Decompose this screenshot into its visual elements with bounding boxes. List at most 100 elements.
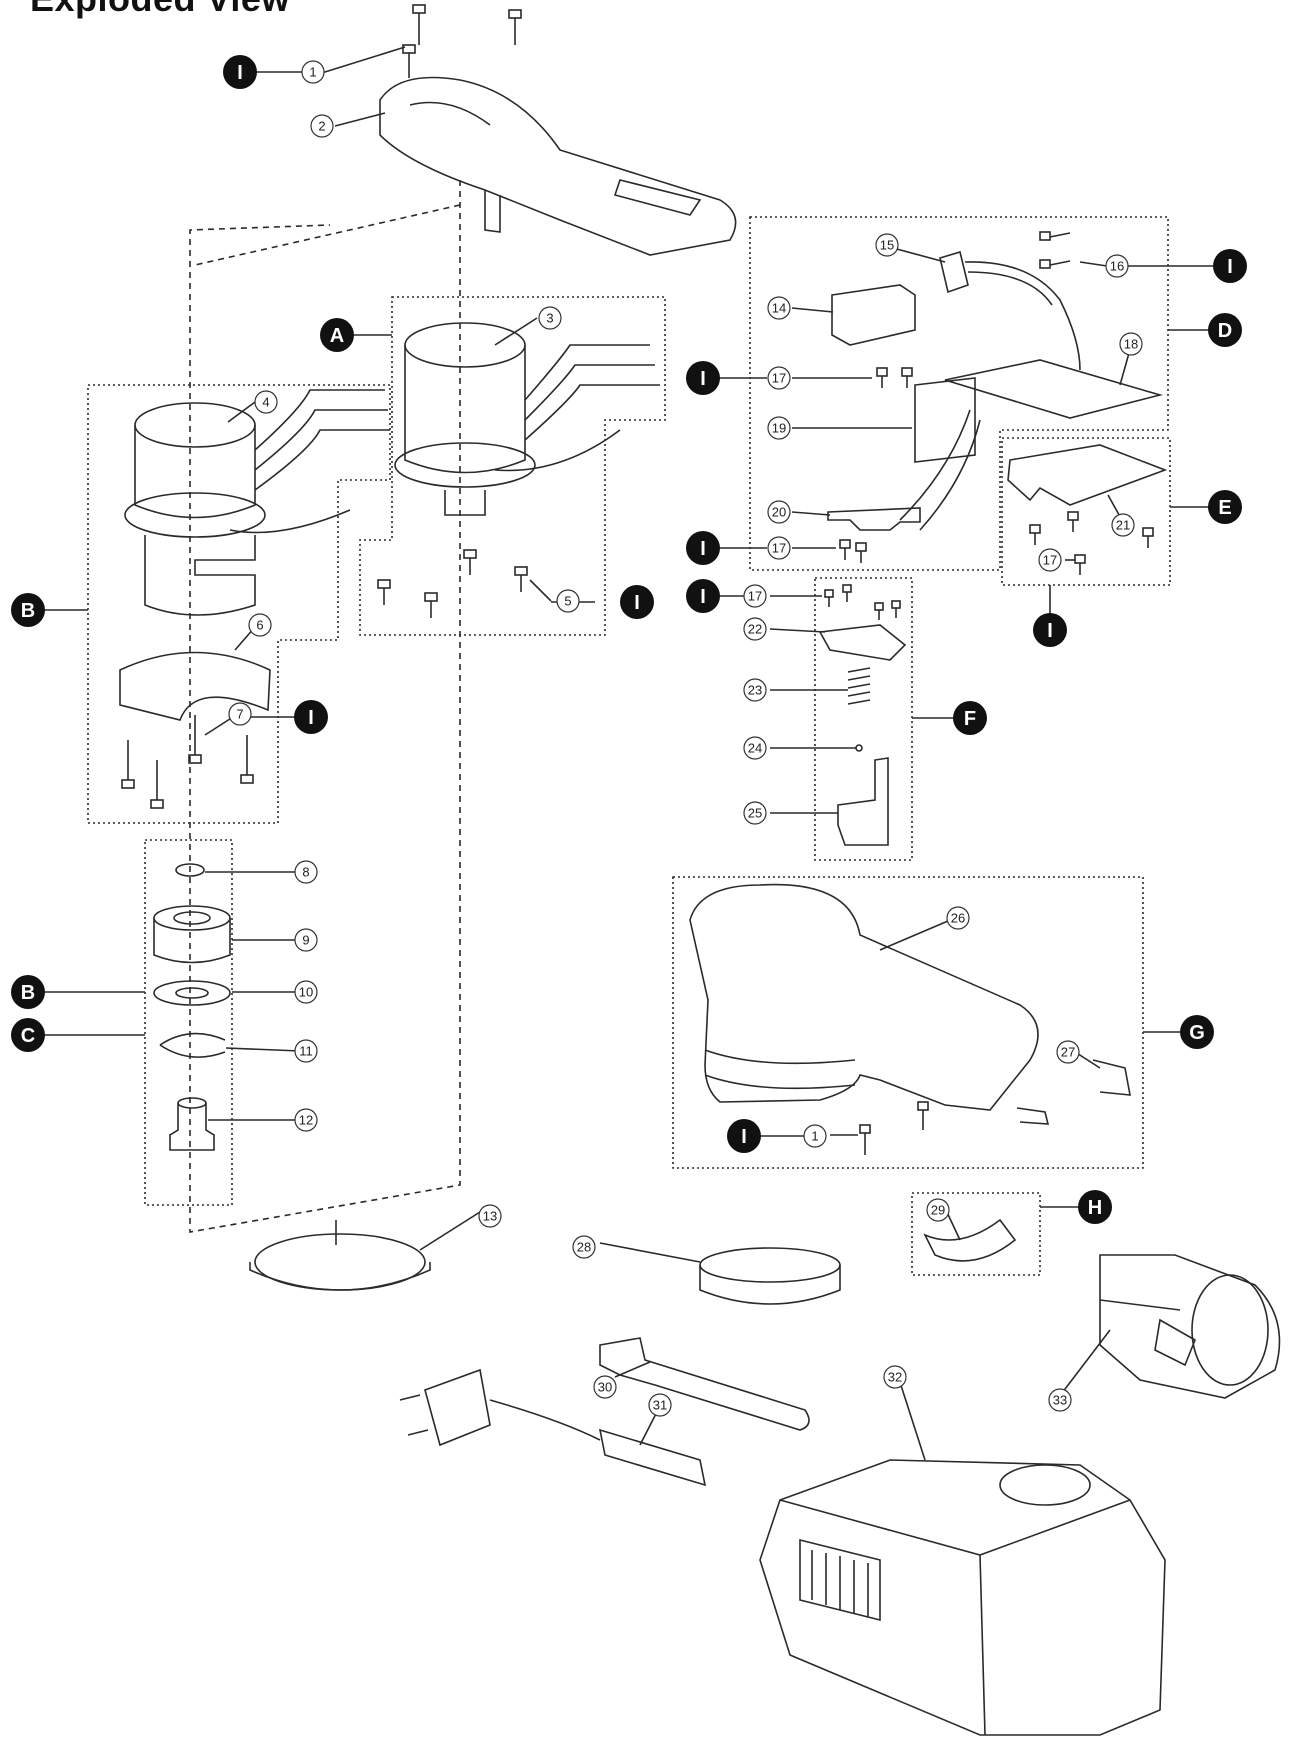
part-number-bubble: 6: [248, 613, 272, 637]
part-number-bubble: 7: [228, 702, 252, 726]
battery-terminal: [914, 377, 976, 463]
group-marker-h: H: [1078, 1190, 1112, 1224]
part-number-label: 6: [256, 618, 263, 633]
part-number-bubble: 33: [1048, 1388, 1072, 1412]
group-marker-label: B: [21, 600, 35, 622]
part-number-bubble: 24: [743, 736, 767, 760]
part-number-label: 12: [299, 1113, 313, 1128]
group-marker-label: D: [1218, 320, 1232, 342]
part-number-label: 25: [748, 806, 762, 821]
screw-icon: [842, 584, 852, 602]
part-number-label: 1: [811, 1129, 818, 1144]
part-number-bubble: 10: [294, 980, 318, 1004]
washer: [175, 863, 205, 877]
screw-icon: [188, 715, 202, 764]
group-marker-label: I: [700, 538, 706, 560]
diagram-title: Exploded View: [30, 0, 290, 20]
screw-icon: [876, 367, 888, 388]
group-marker-i: I: [1213, 249, 1247, 283]
screw-icon: [514, 566, 528, 592]
part-number-label: 2: [318, 119, 325, 134]
spindle-shaft: [169, 1097, 215, 1151]
screw-icon: [412, 4, 426, 45]
part-number-bubble: 19: [767, 416, 791, 440]
screw-icon: [1142, 527, 1154, 548]
group-marker-d: D: [1208, 313, 1242, 347]
part-number-bubble: 32: [883, 1365, 907, 1389]
group-marker-label: H: [1088, 1197, 1102, 1219]
part-number-label: 19: [772, 421, 786, 436]
group-marker-f: F: [953, 701, 987, 735]
part-number-label: 16: [1110, 259, 1124, 274]
part-number-bubble: 17: [767, 366, 791, 390]
part-number-bubble: 28: [572, 1235, 596, 1259]
part-number-label: 10: [299, 985, 313, 1000]
screw-icon: [463, 549, 477, 575]
retaining-clip: [1092, 1059, 1131, 1096]
part-number-label: 31: [653, 1398, 667, 1413]
screw-icon: [377, 579, 391, 605]
part-number-label: 3: [546, 311, 553, 326]
dust-ring: [699, 1247, 841, 1305]
part-number-bubble: 1: [803, 1124, 827, 1148]
group-marker-i: I: [223, 55, 257, 89]
part-number-label: 13: [483, 1209, 497, 1224]
group-marker-label: B: [21, 982, 35, 1004]
group-marker-a: A: [320, 318, 354, 352]
motor-with-bracket: [124, 389, 390, 616]
group-marker-i: I: [294, 700, 328, 734]
retaining-clip: [1016, 1107, 1050, 1125]
group-box-e: [1001, 437, 1171, 586]
screw-icon: [917, 1101, 929, 1130]
group-marker-label: I: [1047, 620, 1053, 642]
part-number-bubble: 8: [294, 860, 318, 884]
group-box-g: [672, 876, 1144, 1169]
ball: [855, 744, 863, 752]
group-marker-i: I: [686, 531, 720, 565]
screw-icon: [150, 760, 164, 809]
group-marker-b: B: [11, 975, 45, 1009]
group-marker-i: I: [727, 1119, 761, 1153]
part-number-bubble: 30: [593, 1375, 617, 1399]
part-number-label: 22: [748, 622, 762, 637]
group-marker-c: C: [11, 1018, 45, 1052]
battery-pack: [1099, 1254, 1281, 1399]
screw-icon: [855, 542, 867, 563]
part-number-label: 1: [309, 65, 316, 80]
part-number-label: 14: [772, 301, 786, 316]
screw-icon: [1074, 554, 1086, 575]
part-number-bubble: 29: [926, 1198, 950, 1222]
flat-washer: [153, 980, 231, 1006]
part-number-label: 28: [577, 1240, 591, 1255]
part-number-label: 23: [748, 683, 762, 698]
part-number-bubble: 18: [1119, 332, 1143, 356]
part-number-label: 17: [772, 371, 786, 386]
group-marker-label: I: [741, 1126, 747, 1148]
part-number-label: 17: [748, 589, 762, 604]
group-marker-label: I: [237, 62, 243, 84]
part-number-label: 4: [262, 395, 269, 410]
group-marker-label: A: [330, 325, 344, 347]
group-marker-label: E: [1218, 497, 1231, 519]
part-number-label: 30: [598, 1380, 612, 1395]
part-number-bubble: 16: [1105, 254, 1129, 278]
group-marker-b: B: [11, 593, 45, 627]
top-housing: [379, 76, 737, 256]
part-number-label: 32: [888, 1370, 902, 1385]
group-box-c: [144, 839, 233, 1206]
latch-plate: [818, 624, 907, 661]
part-number-bubble: 2: [310, 114, 334, 138]
part-number-bubble: 17: [743, 584, 767, 608]
part-number-bubble: 3: [538, 306, 562, 330]
part-number-bubble: 27: [1056, 1040, 1080, 1064]
part-number-label: 21: [1116, 518, 1130, 533]
group-marker-label: I: [308, 707, 314, 729]
screw-icon: [891, 600, 901, 618]
group-marker-label: I: [700, 368, 706, 390]
group-box-f: [814, 577, 913, 861]
group-marker-i: I: [1033, 613, 1067, 647]
part-number-bubble: 25: [743, 801, 767, 825]
group-marker-g: G: [1180, 1015, 1214, 1049]
group-marker-i: I: [620, 585, 654, 619]
